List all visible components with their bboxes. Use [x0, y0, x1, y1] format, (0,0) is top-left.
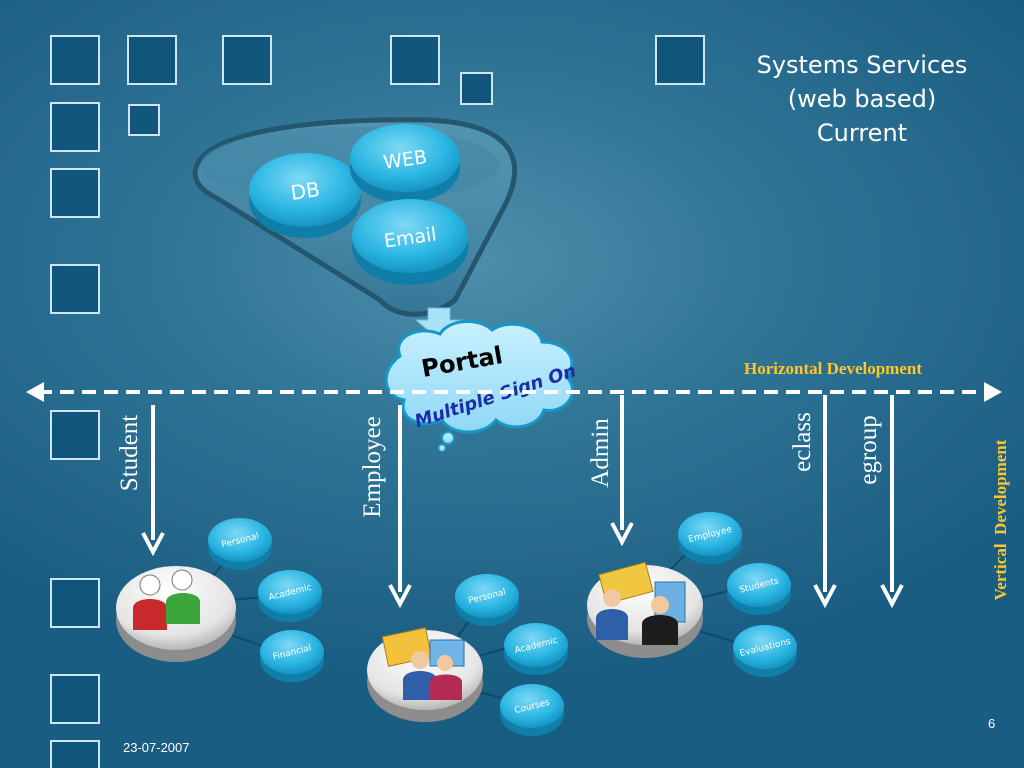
- egroup-arrow: [880, 395, 904, 609]
- role-label-employee: Employee: [359, 416, 386, 518]
- role-label-egroup: egroup: [855, 415, 882, 485]
- horizontal-development-label: Horizontal Development: [744, 359, 922, 378]
- deco-square: [50, 674, 100, 724]
- role-label-student: Student: [116, 414, 143, 492]
- admin-plate: [587, 561, 703, 658]
- title-line-2: (web based): [787, 85, 937, 113]
- employee-arrow: [388, 405, 412, 609]
- student-arrow: [141, 405, 165, 557]
- student-people-icon: [133, 569, 200, 630]
- admin-service-node: Employee: [678, 512, 742, 564]
- admin-arrow: [610, 395, 634, 547]
- student-plate: [116, 566, 236, 662]
- portal-cloud: Portal Multiple Sign On: [384, 319, 579, 453]
- student-service-node: Financial: [260, 630, 324, 682]
- eclass-arrow: [813, 395, 837, 609]
- employee-plate: [367, 627, 483, 722]
- service-nodes: PersonalAcademicFinancialPersonalAcademi…: [208, 512, 797, 736]
- role-label-eclass: eclass: [789, 412, 816, 472]
- admin-service-node: Students: [727, 563, 791, 615]
- deco-square: [128, 104, 160, 136]
- deco-square: [390, 35, 440, 85]
- web-node: WEB: [350, 124, 460, 203]
- deco-square: [50, 740, 100, 768]
- admin-service-node: Evaluations: [733, 625, 797, 677]
- employee-people-icon: [381, 627, 465, 700]
- email-node: Email: [352, 199, 468, 285]
- deco-square: [50, 102, 100, 152]
- deco-square: [50, 168, 100, 218]
- deco-square: [460, 72, 493, 105]
- horizontal-development-arrow: [26, 382, 1002, 402]
- deco-square: [50, 264, 100, 314]
- deco-square: [222, 35, 272, 85]
- slide-page-number: 6: [988, 716, 996, 731]
- student-service-node: Personal: [208, 518, 272, 570]
- slide-date: 23-07-2007: [123, 740, 190, 755]
- deco-square: [655, 35, 705, 85]
- db-node: DB: [249, 153, 361, 238]
- student-service-node: Academic: [258, 570, 322, 622]
- role-label-admin: Admin: [587, 418, 614, 488]
- deco-square: [50, 578, 100, 628]
- vertical-development-label: Vertical Development: [991, 439, 1010, 601]
- admin-people-icon: [596, 561, 686, 645]
- slide-title: Systems Services (web based) Current: [742, 48, 982, 150]
- employee-service-node: Personal: [455, 574, 519, 626]
- deco-square: [127, 35, 177, 85]
- employee-service-node: Courses: [500, 684, 564, 736]
- db-label: DB: [289, 177, 321, 205]
- deco-square: [50, 35, 100, 85]
- title-line-3: Current: [816, 119, 908, 147]
- deco-square: [50, 410, 100, 460]
- title-line-1: Systems Services: [756, 51, 968, 79]
- employee-service-node: Academic: [504, 623, 568, 675]
